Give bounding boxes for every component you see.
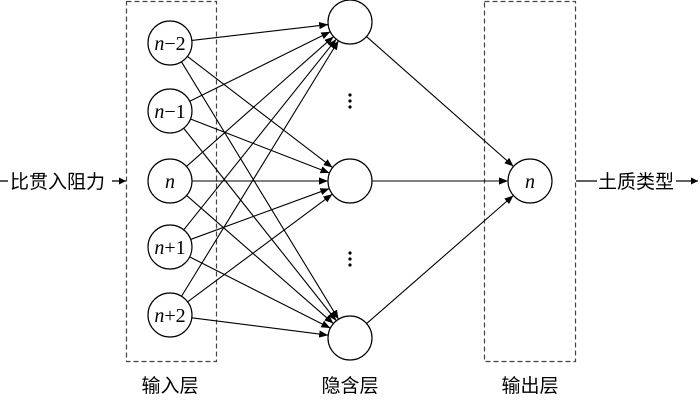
edge-input-2-hidden-2 — [186, 195, 334, 324]
input-layer-label: 输入层 — [141, 375, 198, 397]
input-node-4-circle — [147, 292, 193, 338]
hidden-layer-nodes — [327, 0, 373, 361]
edge-input-4-hidden-2 — [191, 317, 329, 338]
output-node-0-circle — [507, 158, 553, 204]
input-node-2-circle — [147, 158, 193, 204]
input-node-1-label: n−1 — [154, 101, 185, 123]
output-node-0: n — [507, 158, 553, 204]
input-node-0-label: n−2 — [154, 33, 185, 55]
edge-input-1-hidden-1 — [190, 118, 330, 174]
edge-hidden-0-output-0 — [366, 36, 514, 167]
hidden-ellipsis-lower — [348, 251, 352, 267]
edge-input-3-hidden-2 — [189, 256, 331, 329]
input-layer-box — [125, 0, 218, 363]
input-node-1-circle — [147, 88, 193, 134]
input-signal-label: 比贯入阻力 — [10, 171, 105, 193]
input-node-0: n−2 — [147, 20, 193, 66]
edge-input-0-hidden-1 — [187, 55, 333, 169]
hidden-node-0 — [327, 0, 373, 45]
input-node-4: n+2 — [147, 292, 193, 338]
edge-input-3-hidden-1 — [190, 188, 330, 240]
input-layer-nodes: n−2 n−1 n n+1 n+2 — [147, 20, 193, 338]
output-signal-label: 土质类型 — [598, 171, 674, 193]
output-layer-label: 输出层 — [501, 375, 558, 397]
input-node-3: n+1 — [147, 224, 193, 270]
hidden-node-1-circle — [327, 158, 373, 204]
edge-input-4-hidden-0 — [181, 40, 339, 297]
edge-input-2-hidden-0 — [186, 36, 334, 167]
input-node-3-circle — [147, 224, 193, 270]
edge-hidden-2-output-0 — [366, 195, 514, 324]
input-node-3-label: n+1 — [154, 237, 185, 259]
input-node-4-label: n+2 — [154, 305, 185, 327]
input-node-2-label: n — [165, 171, 175, 193]
edge-input-0-hidden-0 — [191, 22, 329, 41]
input-node-0-circle — [147, 20, 193, 66]
input-node-1: n−1 — [147, 88, 193, 134]
hidden-node-0-circle — [327, 0, 373, 45]
hidden-node-2-circle — [327, 315, 373, 361]
edge-input-3-hidden-0 — [183, 38, 337, 231]
output-signal: 土质类型 — [576, 171, 698, 193]
edge-input-4-hidden-1 — [187, 193, 333, 303]
hidden-node-1 — [327, 158, 373, 204]
hidden-node-2 — [327, 315, 373, 361]
edge-input-1-hidden-0 — [189, 31, 331, 102]
input-node-2: n — [147, 158, 193, 204]
output-node-0-label: n — [525, 171, 535, 193]
input-signal: 比贯入阻力 — [0, 171, 126, 193]
hidden-ellipsis-upper — [348, 93, 352, 109]
output-layer-nodes: n — [507, 158, 553, 204]
edge-input-0-hidden-2 — [180, 61, 340, 320]
hidden-layer-label: 隐含层 — [321, 375, 378, 397]
connections — [180, 22, 514, 338]
edge-input-1-hidden-2 — [183, 127, 337, 322]
